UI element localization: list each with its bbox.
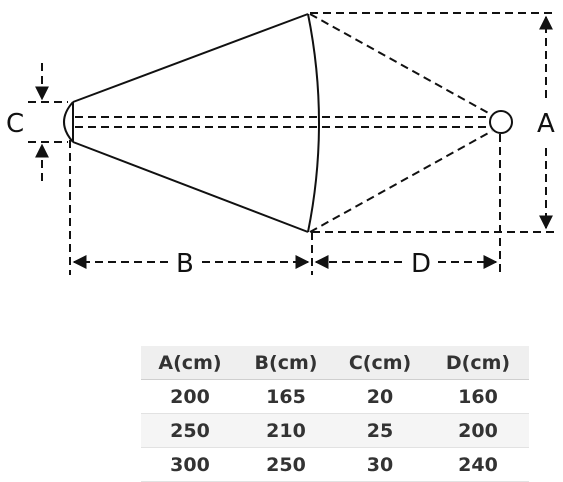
cell-c: 30 [333,447,427,482]
dimension-b-label: B [176,249,194,279]
header-b: B(cm) [239,346,333,380]
cell-d: 200 [427,413,529,448]
table-header-row: A(cm) B(cm) C(cm) D(cm) [141,346,529,380]
canopy-upper-edge [72,13,309,103]
cell-d: 240 [427,447,529,482]
header-c: C(cm) [333,346,427,380]
hub-cap [63,101,74,143]
umbrella-canopy [63,13,320,233]
table-row: 200 165 20 160 [141,379,529,414]
umbrella-dimension-diagram: A B D C [6,12,556,279]
table-row: 300 250 30 240 [141,447,529,482]
header-a: A(cm) [141,346,239,380]
dimensions-table: A(cm) B(cm) C(cm) D(cm) 200 165 20 160 2… [141,346,529,482]
cell-d: 160 [427,379,529,414]
cell-b: 165 [239,379,333,414]
cell-b: 210 [239,413,333,448]
dimension-c-label: C [6,109,24,139]
dimension-d-label: D [411,249,431,279]
cell-c: 20 [333,379,427,414]
cell-a: 200 [141,379,239,414]
canopy-rim [307,13,320,233]
header-d: D(cm) [427,346,529,380]
rib-to-base-top [309,13,493,116]
cell-a: 300 [141,447,239,482]
dashed-guides [28,12,556,275]
cell-a: 250 [141,413,239,448]
canopy-lower-edge [72,141,309,233]
rib-to-base-bottom [309,130,493,233]
table-row: 250 210 25 200 [141,413,529,448]
dimension-a-label: A [537,109,555,139]
base-circle [489,110,513,134]
cell-c: 25 [333,413,427,448]
cell-b: 250 [239,447,333,482]
